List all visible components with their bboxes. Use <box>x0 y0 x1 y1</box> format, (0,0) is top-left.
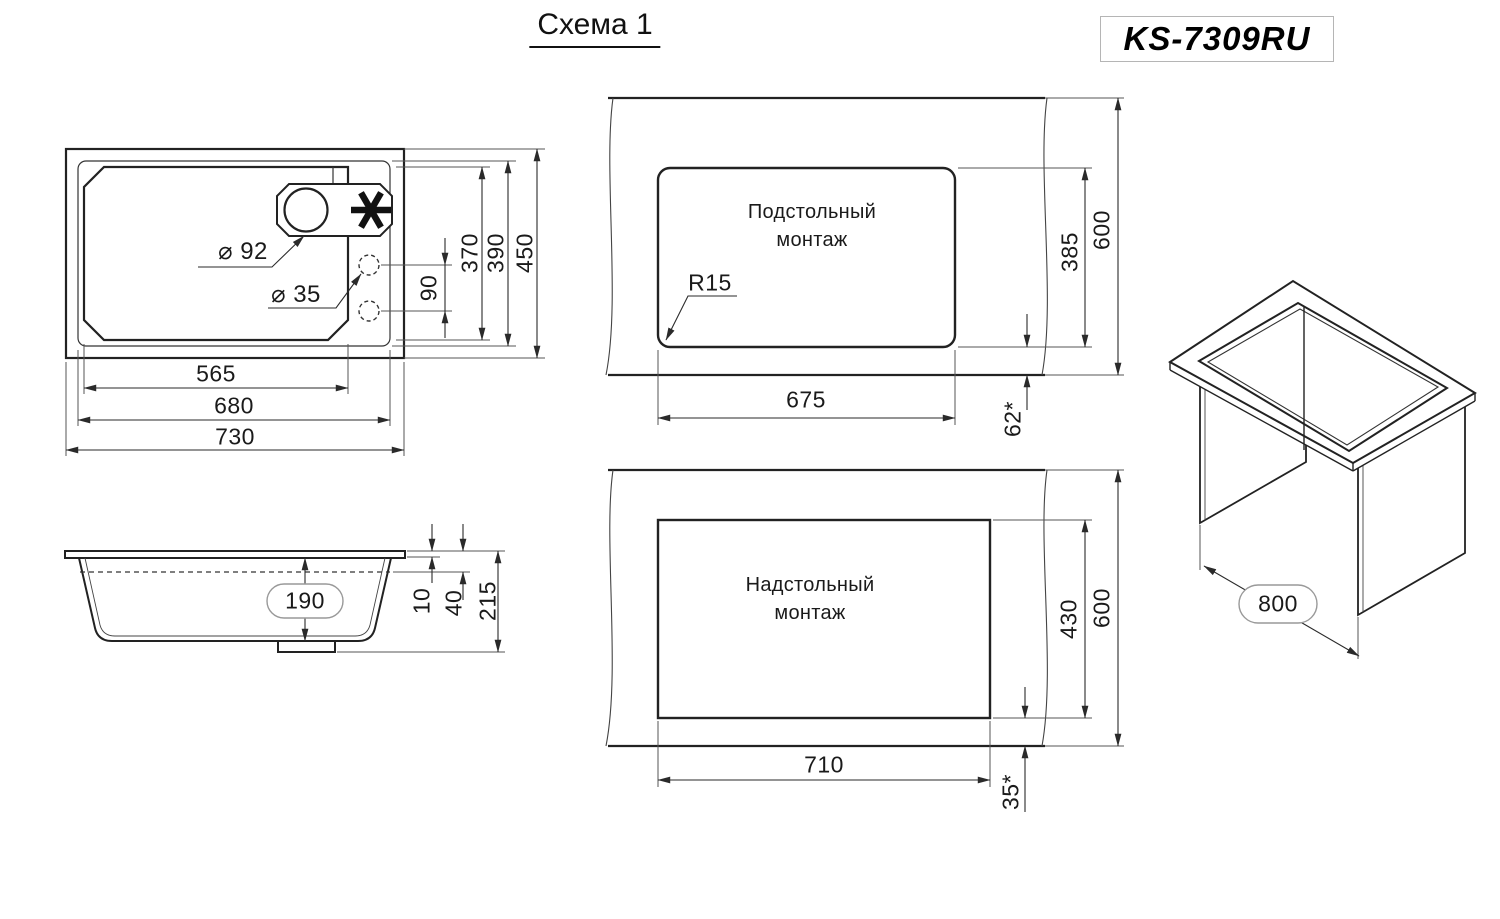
isometric-cutout-outer <box>1197 301 1449 453</box>
dim-cabinet-width: 800 <box>1258 590 1298 617</box>
undermount-cutout <box>656 166 957 349</box>
corner-radius-label: R15 <box>688 269 732 296</box>
dim-overmount-cutout-height: 430 <box>1055 599 1082 639</box>
dim-rim-thickness: 10 <box>408 587 435 615</box>
undermount-title-line2: монтаж <box>776 229 848 251</box>
dim-overmount-cutout-width: 710 <box>804 751 844 778</box>
dim-undermount-counter-depth: 600 <box>1088 210 1115 250</box>
model-badge: KS-7309RU <box>1100 16 1334 62</box>
dim-overall-height: 450 <box>511 233 538 273</box>
overmount-title-line1: Надстольный <box>745 574 875 596</box>
dim-overmount-edge-offset: 35* <box>997 773 1024 811</box>
dim-undermount-edge-offset: 62* <box>999 400 1026 438</box>
cabinet-width-bubble <box>1238 584 1318 624</box>
isometric-cutout-inner <box>1206 308 1440 446</box>
dimension-lines <box>65 97 1360 812</box>
overmount-title-line2: монтаж <box>774 602 846 624</box>
dim-hole-spacing: 90 <box>415 274 442 302</box>
side-view-drawing <box>64 550 406 653</box>
drain-hole <box>283 187 329 233</box>
overflow-star-icon <box>351 191 391 229</box>
overmount-drawing <box>605 468 1048 748</box>
dim-undermount-cutout-height: 385 <box>1056 232 1083 272</box>
dim-overflow-level: 40 <box>440 589 467 617</box>
tap-hole-top <box>358 254 380 276</box>
isometric-drawing <box>1168 279 1477 617</box>
undermount-title-line1: Подстольный <box>747 201 877 223</box>
dim-rim-height: 390 <box>482 233 509 273</box>
dim-bowl-depth: 190 <box>285 587 325 614</box>
overmount-cutout <box>656 518 992 720</box>
extension-lines <box>65 97 1359 787</box>
dim-bowl-height: 370 <box>456 233 483 273</box>
top-view-drawing <box>64 147 406 360</box>
page-title: Схема 1 <box>529 8 661 48</box>
corner-radius-leader <box>665 295 737 341</box>
depth-bubble <box>266 583 344 619</box>
tap-hole-diameter-label: ⌀ 35 <box>271 281 321 308</box>
drain-diameter-leader <box>198 235 305 268</box>
dim-total-height: 215 <box>474 581 501 621</box>
undermount-drawing <box>605 96 1048 377</box>
drain-diameter-label: ⌀ 92 <box>218 238 268 265</box>
dim-bowl-width: 565 <box>196 360 236 387</box>
drain-fitting <box>277 640 336 653</box>
dim-overmount-counter-depth: 600 <box>1088 588 1115 628</box>
dim-undermount-cutout-width: 675 <box>786 386 826 413</box>
dim-overall-width: 730 <box>215 423 255 450</box>
dim-rim-width: 680 <box>214 392 254 419</box>
tap-hole-bottom <box>358 300 380 322</box>
tap-hole-leader <box>268 273 362 309</box>
